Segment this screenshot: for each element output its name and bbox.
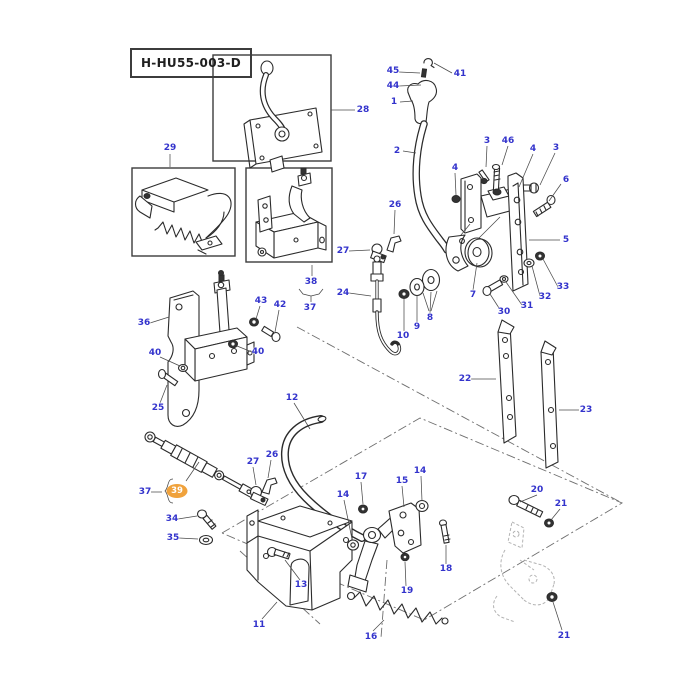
callout-2[interactable]: 2 — [393, 146, 401, 156]
bolt-6 — [532, 194, 556, 218]
callout-40[interactable]: 40 — [251, 347, 265, 357]
left-bracket-36-assembly — [157, 270, 281, 427]
mount-plate-23 — [540, 340, 559, 469]
spring-16 — [346, 591, 449, 625]
diagram-code-box: H-HU55-003-D — [130, 48, 252, 78]
fasteners-30-33 — [482, 251, 545, 297]
callout-23[interactable]: 23 — [579, 405, 593, 415]
ghost-reference-part — [493, 521, 555, 623]
cable-24-group — [370, 235, 402, 356]
inset-spring-bracket-assembly — [134, 177, 232, 255]
clamp-27-clip-26-lower — [249, 477, 278, 506]
callout-20[interactable]: 20 — [530, 485, 544, 495]
callout-15[interactable]: 15 — [395, 476, 409, 486]
callout-40[interactable]: 40 — [148, 348, 162, 358]
callout-4[interactable]: 4 — [451, 163, 459, 173]
callout-10[interactable]: 10 — [396, 331, 410, 341]
callout-14[interactable]: 14 — [413, 466, 427, 476]
callout-1[interactable]: 1 — [390, 97, 398, 107]
callout-21[interactable]: 21 — [557, 631, 571, 641]
bolt-34-washer-35 — [196, 509, 217, 546]
leader-lines — [149, 62, 579, 632]
callout-34[interactable]: 34 — [165, 514, 179, 524]
callout-29[interactable]: 29 — [163, 143, 177, 153]
callout-8[interactable]: 8 — [426, 313, 434, 323]
callout-21[interactable]: 21 — [554, 499, 568, 509]
callout-46[interactable]: 46 — [501, 136, 515, 146]
callout-42[interactable]: 42 — [273, 300, 287, 310]
callout-6[interactable]: 6 — [562, 175, 570, 185]
callout-5[interactable]: 5 — [562, 235, 570, 245]
callout-12[interactable]: 12 — [285, 393, 299, 403]
callout-45[interactable]: 45 — [386, 66, 400, 76]
callout-39-highlighted[interactable]: 39 — [166, 484, 188, 498]
callout-36[interactable]: 36 — [137, 318, 151, 328]
callout-19[interactable]: 19 — [400, 586, 414, 596]
callout-22[interactable]: 22 — [458, 374, 472, 384]
callout-14[interactable]: 14 — [336, 490, 350, 500]
callout-26[interactable]: 26 — [265, 450, 279, 460]
callout-24[interactable]: 24 — [336, 288, 350, 298]
callout-27[interactable]: 27 — [246, 457, 260, 467]
callout-18[interactable]: 18 — [439, 564, 453, 574]
callout-31[interactable]: 31 — [520, 301, 534, 311]
callout-28[interactable]: 28 — [356, 105, 370, 115]
link-arm-and-plate-15 — [346, 499, 451, 593]
callout-43[interactable]: 43 — [254, 296, 268, 306]
callout-25[interactable]: 25 — [151, 403, 165, 413]
callout-17[interactable]: 17 — [354, 472, 368, 482]
bolt-20-nuts-21 — [508, 494, 558, 602]
diagram-code: H-HU55-003-D — [140, 56, 242, 70]
mount-plate-22 — [497, 319, 517, 444]
callout-41[interactable]: 41 — [453, 69, 467, 79]
callout-38[interactable]: 38 — [304, 277, 318, 287]
callout-26[interactable]: 26 — [388, 200, 402, 210]
callout-9[interactable]: 9 — [413, 322, 421, 332]
callout-37[interactable]: 37 — [303, 303, 317, 313]
inset-hand-lever-assembly — [243, 60, 323, 173]
inset-lever-bracket-assembly — [255, 167, 327, 259]
callout-37[interactable]: 37 — [138, 487, 152, 497]
callout-33[interactable]: 33 — [556, 282, 570, 292]
callout-11[interactable]: 11 — [252, 620, 266, 630]
callout-35[interactable]: 35 — [166, 533, 180, 543]
pedal-support-box-11 — [246, 505, 353, 611]
gear-lever-assembly — [407, 58, 451, 254]
throttle-cable-assembly-39 — [144, 431, 256, 499]
callout-13[interactable]: 13 — [294, 580, 308, 590]
callout-3[interactable]: 3 — [483, 136, 491, 146]
callout-16[interactable]: 16 — [364, 632, 378, 642]
callout-3[interactable]: 3 — [552, 143, 560, 153]
pivot-disc-and-washers — [398, 234, 493, 312]
callout-4[interactable]: 4 — [529, 144, 537, 154]
callout-7[interactable]: 7 — [469, 290, 477, 300]
callout-32[interactable]: 32 — [538, 292, 552, 302]
callout-44[interactable]: 44 — [386, 81, 400, 91]
callout-27[interactable]: 27 — [336, 246, 350, 256]
callout-30[interactable]: 30 — [497, 307, 511, 317]
